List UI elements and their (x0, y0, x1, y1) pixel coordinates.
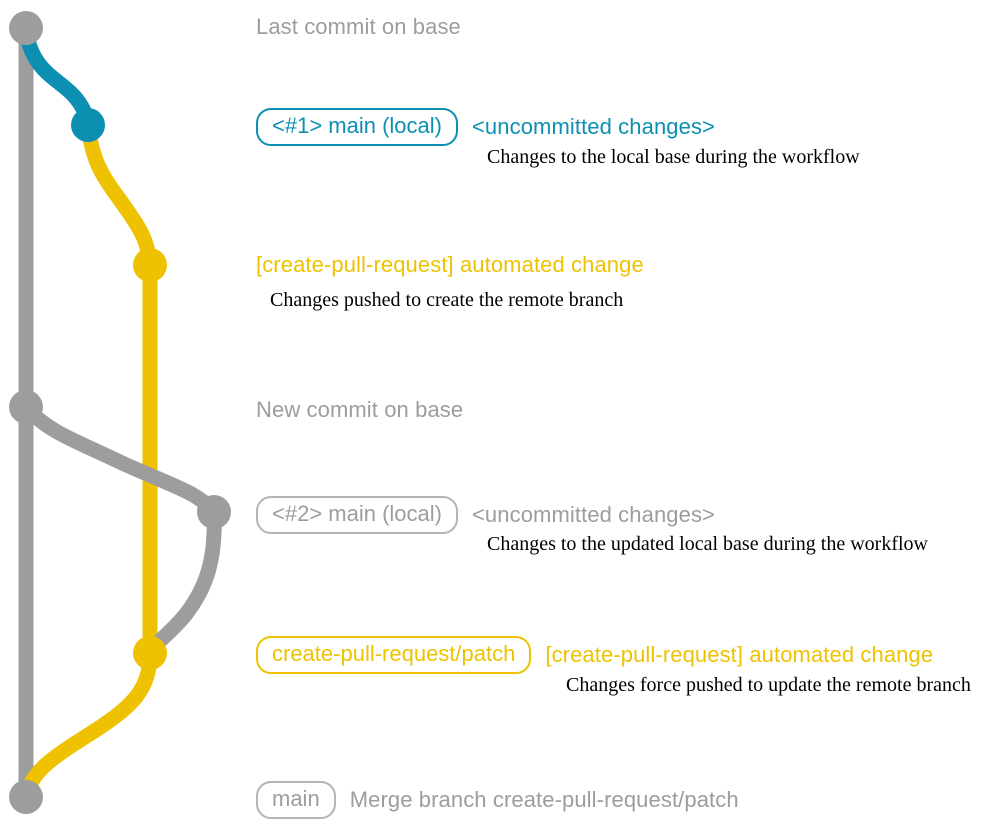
commit-description-local-1: Changes to the local base during the wor… (487, 146, 860, 168)
ref-chip-local-1[interactable]: <#1> main (local) (256, 108, 458, 146)
commit-row-merge: main Merge branch create-pull-request/pa… (256, 781, 739, 819)
ref-chip-main[interactable]: main (256, 781, 336, 819)
commit-subject: New commit on base (256, 397, 464, 422)
rail-remote-branch-1 (80, 117, 158, 273)
commit-subject: <uncommitted changes> (471, 113, 716, 139)
commit-node-base-new[interactable] (9, 390, 43, 424)
commit-row-automated-1: [create-pull-request] automated change (256, 252, 644, 278)
commit-description-automated-2: Changes force pushed to update the remot… (566, 674, 971, 696)
commit-description-automated-1: Changes pushed to create the remote bran… (270, 289, 624, 311)
commit-row-new-commit: New commit on base (256, 397, 463, 423)
ref-chip-local-2[interactable]: <#2> main (local) (256, 496, 458, 534)
commit-node-local-1[interactable] (71, 108, 105, 142)
commit-node-base-last[interactable] (9, 11, 43, 45)
ref-chip-patch-branch[interactable]: create-pull-request/patch (256, 636, 532, 674)
rail-local-branch-2 (18, 399, 222, 520)
commit-row-local-1: <#1> main (local) <uncommitted changes> (256, 108, 715, 146)
commit-row-local-2: <#2> main (local) <uncommitted changes> (256, 496, 715, 534)
commit-subject: [create-pull-request] automated change (256, 252, 644, 277)
commit-subject: Last commit on base (256, 14, 461, 39)
commit-subject: Merge branch create-pull-request/patch (349, 786, 739, 812)
commit-description-local-2: Changes to the updated local base during… (487, 533, 928, 555)
commit-node-patch-2[interactable] (133, 636, 167, 670)
commit-subject: <uncommitted changes> (471, 501, 716, 527)
commit-node-local-2[interactable] (197, 495, 231, 529)
commit-node-merge[interactable] (9, 780, 43, 814)
commit-node-patch-1[interactable] (133, 248, 167, 282)
rail-merge-into-base (18, 645, 158, 805)
commit-row-last-commit: Last commit on base (256, 14, 461, 40)
commit-row-automated-2: create-pull-request/patch [create-pull-r… (256, 636, 933, 674)
commit-subject: [create-pull-request] automated change (545, 641, 934, 667)
